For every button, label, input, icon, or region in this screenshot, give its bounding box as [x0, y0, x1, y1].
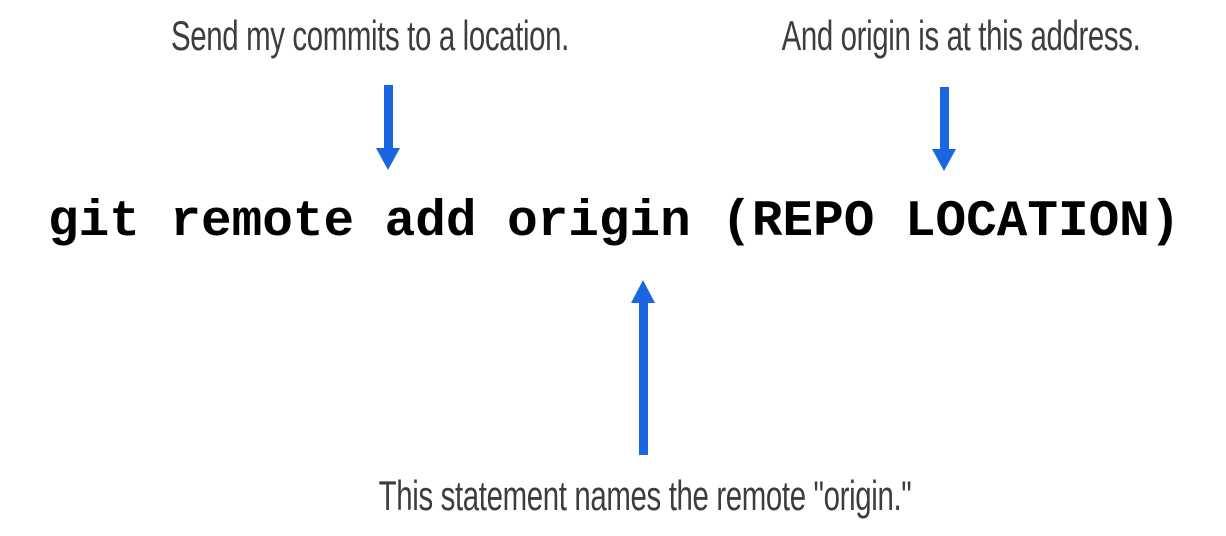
arrow-head	[376, 148, 400, 170]
arrow-shaft	[939, 87, 949, 149]
git-command-text: git remote add origin (REPO LOCATION)	[48, 194, 1181, 251]
down-arrow-icon	[376, 85, 400, 170]
down-arrow-icon	[932, 87, 956, 171]
arrow-head	[932, 149, 956, 171]
annotation-origin-address: And origin is at this address.	[781, 12, 1141, 59]
annotation-send-commits: Send my commits to a location.	[170, 12, 570, 59]
arrow-shaft	[383, 85, 393, 148]
annotation-names-remote: This statement names the remote "origin.…	[378, 472, 912, 519]
up-arrow-icon	[631, 280, 655, 455]
arrow-shaft	[638, 303, 648, 455]
arrow-head	[631, 280, 655, 303]
